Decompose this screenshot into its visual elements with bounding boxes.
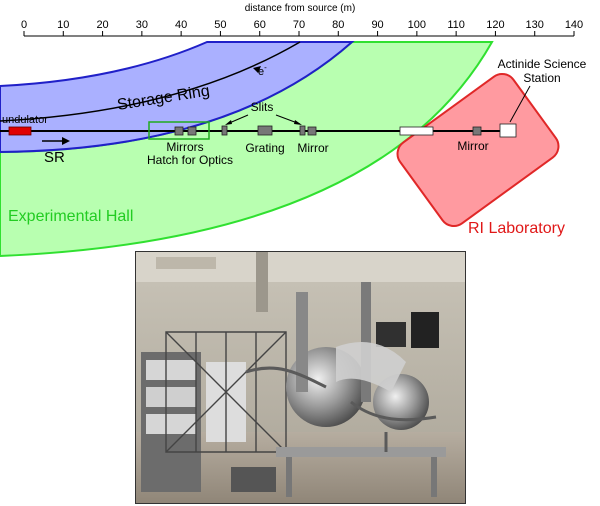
axis-tick-label: 30 — [136, 19, 148, 31]
beamline-endstation-photo — [135, 251, 466, 504]
sr-arrowhead — [62, 137, 70, 145]
distance-axis: 0 10 20 30 40 50 60 70 80 90 100 110 120 130 140 — [21, 19, 583, 37]
axis-tick-label: 0 — [21, 19, 27, 31]
storage-ring-region — [0, 41, 355, 154]
electron-orbit-line — [0, 41, 301, 122]
slits-label: Slits — [251, 100, 274, 114]
sr-label: SR — [44, 149, 65, 166]
slits-arrowhead-right — [294, 120, 302, 125]
actinide-label-line2: Station — [523, 71, 560, 85]
grating-label: Grating — [245, 141, 284, 155]
mirror-label-end: Mirror — [457, 139, 488, 153]
actinide-label-line1: Actinide Science — [498, 57, 587, 71]
axis-tick-label: 20 — [96, 19, 108, 31]
axis-title: distance from source (m) — [245, 3, 356, 14]
axis-tick-label: 100 — [408, 19, 426, 31]
axis-tick-label: 120 — [486, 19, 504, 31]
mirror-element — [174, 126, 184, 136]
axis-tick-label: 130 — [526, 19, 544, 31]
electron-label: e- — [258, 63, 267, 78]
optics-hatch — [148, 121, 210, 140]
mirror-element — [187, 126, 197, 136]
undulator-label: undulator — [2, 114, 48, 126]
axis-tick-label: 140 — [565, 19, 583, 31]
axis-tick-label: 10 — [57, 19, 69, 31]
beamline-layout-diagram: 0 10 20 30 40 50 60 70 80 90 100 110 120 130 140 dista… — [0, 3, 587, 258]
electron-direction-arrow — [253, 66, 261, 73]
axis-tick-label: 90 — [371, 19, 383, 31]
axis-tick-label: 40 — [175, 19, 187, 31]
actinide-station-box — [499, 123, 517, 138]
mirrors-label: Mirrors — [166, 140, 203, 154]
photo-illustration — [136, 252, 465, 503]
experimental-hall-label: Experimental Hall — [8, 208, 133, 225]
hatch-label: Hatch for Optics — [147, 153, 233, 167]
ri-laboratory-region — [396, 72, 560, 228]
mirror-element — [307, 126, 317, 136]
mirror-element — [472, 126, 482, 136]
axis-tick-label: 70 — [293, 19, 305, 31]
slit-element — [221, 125, 228, 136]
ri-laboratory-label: RI Laboratory — [468, 220, 565, 237]
mirror-label-mid: Mirror — [297, 141, 328, 155]
axis-tick-label: 80 — [332, 19, 344, 31]
axis-tick-label: 60 — [254, 19, 266, 31]
undulator-block — [8, 126, 32, 136]
actinide-leader — [509, 85, 531, 123]
slit-element — [299, 125, 306, 136]
axis-tick-label: 110 — [447, 19, 465, 31]
white-element — [399, 126, 434, 136]
slits-arrowhead-left — [225, 120, 232, 125]
grating-element — [257, 125, 273, 136]
axis-tick-label: 50 — [214, 19, 226, 31]
